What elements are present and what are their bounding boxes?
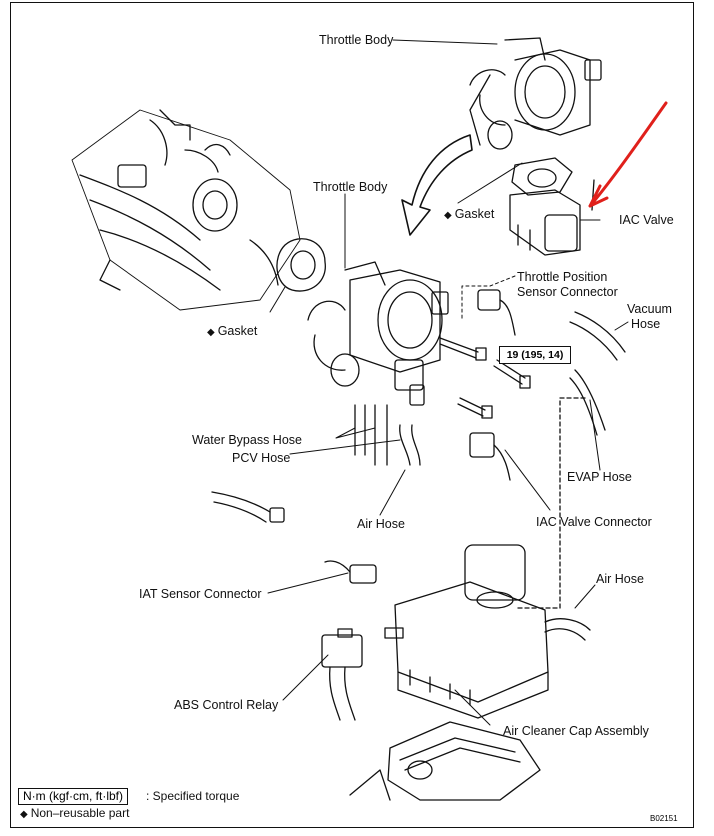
- torque-spec-badge: 19 (195, 14): [499, 346, 571, 364]
- air-cleaner-cap-illustration: [384, 544, 591, 719]
- diagram-frame: [10, 2, 694, 828]
- throttle-body-mid-label: Throttle Body: [313, 180, 388, 194]
- bolts-illustration: [439, 337, 531, 419]
- pcv-hose-shape: [211, 491, 271, 523]
- air-cleaner-cap-label: Air Cleaner Cap Assembly: [503, 724, 649, 738]
- iac-valve-connector-label: IAC Valve Connector: [536, 515, 652, 529]
- evap-hose-label: EVAP Hose: [567, 470, 632, 484]
- iac-valve-illustration: [509, 179, 595, 256]
- evap-hose-shape: [569, 369, 606, 436]
- iat-sensor-connector-label: IAT Sensor Connector: [139, 587, 262, 601]
- gasket-right-text: Gasket: [454, 207, 495, 221]
- iat-connector-shape: [349, 564, 377, 584]
- abs-relay-illustration: [321, 628, 363, 721]
- gasket-left-text: Gasket: [217, 324, 258, 338]
- gasket-right-shape: [511, 157, 573, 196]
- gasket-left-shape: [276, 238, 326, 292]
- tps-connector-line1: Throttle Position: [517, 270, 608, 284]
- non-reusable-icon: ◆: [20, 809, 28, 820]
- non-reusable-icon: ◆: [207, 327, 215, 338]
- tps-connector-label: Throttle Position Sensor Connector: [517, 270, 618, 300]
- engine-bay-bottom-illustration: [349, 721, 541, 801]
- abs-control-relay-label: ABS Control Relay: [174, 698, 279, 712]
- tps-connector-shape: [477, 289, 501, 311]
- vacuum-hose-line2: Hose: [631, 317, 661, 331]
- gasket-left-label: ◆Gasket: [207, 324, 257, 340]
- throttle-body-top-label: Throttle Body: [319, 33, 394, 47]
- gasket-right-label: ◆Gasket: [444, 207, 494, 223]
- legend-unit-box: N·m (kgf·cm, ft·lbf): [18, 788, 128, 805]
- legend-unit-description: : Specified torque: [146, 789, 240, 803]
- tps-connector-line2: Sensor Connector: [517, 285, 618, 299]
- vacuum-hose-shape: [569, 311, 626, 361]
- throttle-body-main-illustration: [307, 261, 449, 406]
- red-annotation-arrow: [588, 101, 668, 208]
- pcv-hose-label: PCV Hose: [232, 451, 291, 465]
- legend-non-reusable: ◆Non–reusable part: [20, 806, 129, 822]
- non-reusable-icon: ◆: [444, 210, 452, 221]
- air-hose-right-label: Air Hose: [596, 572, 644, 586]
- vacuum-hose-line1: Vacuum: [627, 302, 672, 316]
- direction-arrow-shape: [401, 134, 473, 236]
- figure-number: B02151: [650, 814, 678, 823]
- engine-background-illustration: [71, 109, 301, 311]
- legend-non-reusable-text: Non–reusable part: [30, 806, 130, 820]
- throttle-body-top-illustration: [469, 37, 602, 150]
- iac-valve-label: IAC Valve: [619, 213, 674, 227]
- vacuum-hose-label: Vacuum Hose: [627, 302, 672, 332]
- water-bypass-hose-label: Water Bypass Hose: [192, 433, 302, 447]
- iac-connector-shape: [469, 432, 495, 458]
- air-hose-mid-label: Air Hose: [357, 517, 405, 531]
